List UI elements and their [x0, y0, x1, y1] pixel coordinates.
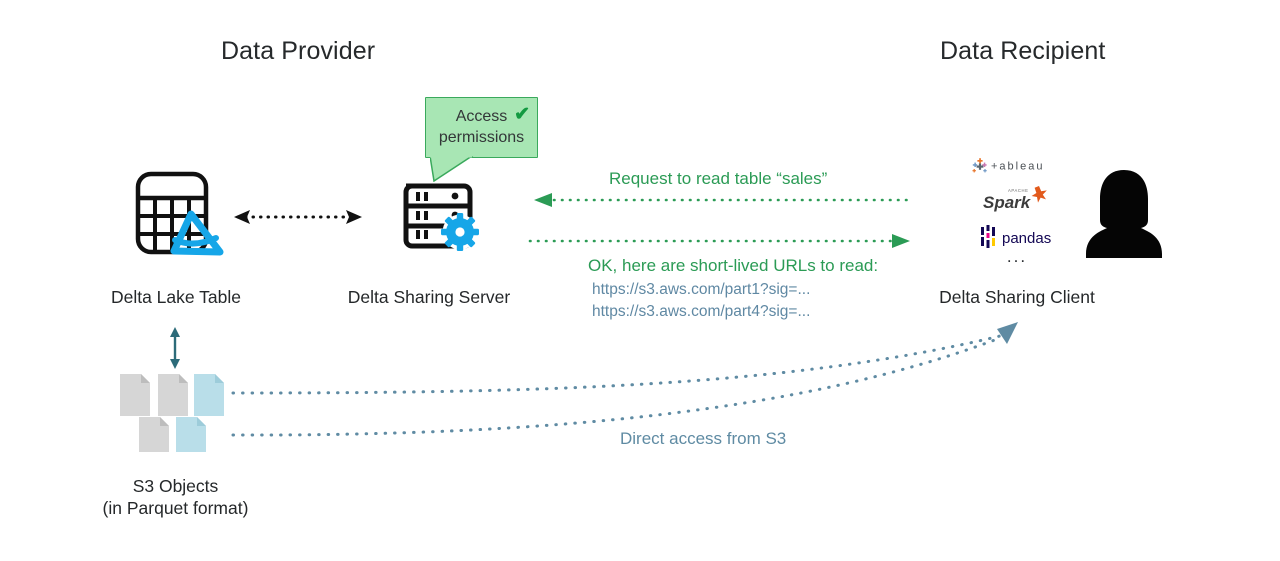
access-permissions-callout: Access permissions ✔ — [425, 97, 538, 182]
server-gear-icon — [403, 183, 479, 251]
caption-delta-lake-table: Delta Lake Table — [110, 287, 242, 307]
more-logos-ellipsis: ... — [1006, 247, 1028, 266]
svg-text:APACHE: APACHE — [1008, 188, 1029, 193]
caption-s3-objects-line2: (in Parquet format) — [102, 498, 249, 518]
label-direct-access: Direct access from S3 — [620, 429, 787, 448]
heading-data-recipient: Data Recipient — [940, 37, 1106, 65]
tableau-logo-icon: +ableau — [972, 158, 1044, 173]
label-request-message: Request to read table “sales” — [609, 169, 828, 188]
arrow-table-server — [234, 210, 362, 224]
delta-lake-table-icon — [135, 171, 224, 256]
arrow-direct-access-s3 — [231, 322, 1018, 437]
callout-label: Access permissions — [438, 108, 525, 146]
svg-text:pandas: pandas — [1002, 230, 1051, 247]
callout-tail-icon — [430, 156, 474, 182]
label-response-url-2: https://s3.aws.com/part4?sig=... — [592, 303, 811, 320]
arrow-request — [534, 193, 914, 207]
caption-delta-sharing-client: Delta Sharing Client — [939, 287, 1095, 307]
s3-objects-files-icon — [120, 374, 224, 452]
svg-text:+ableau: +ableau — [991, 161, 1044, 173]
label-response-header: OK, here are short-lived URLs to read: — [588, 256, 879, 275]
arrow-response — [528, 234, 910, 248]
pandas-logo-icon: pandas — [981, 225, 1051, 248]
caption-delta-sharing-server: Delta Sharing Server — [347, 287, 511, 307]
label-response-url-1: https://s3.aws.com/part1?sig=... — [592, 281, 811, 298]
heading-data-provider: Data Provider — [221, 37, 376, 65]
svg-text:Spark: Spark — [983, 193, 1032, 212]
arrow-table-s3 — [170, 327, 180, 369]
person-avatar-icon — [1086, 170, 1162, 258]
apache-spark-logo-icon: APACHE Spark — [983, 186, 1047, 212]
caption-s3-objects-line1: S3 Objects — [132, 476, 219, 496]
check-icon: ✔ — [514, 104, 530, 125]
